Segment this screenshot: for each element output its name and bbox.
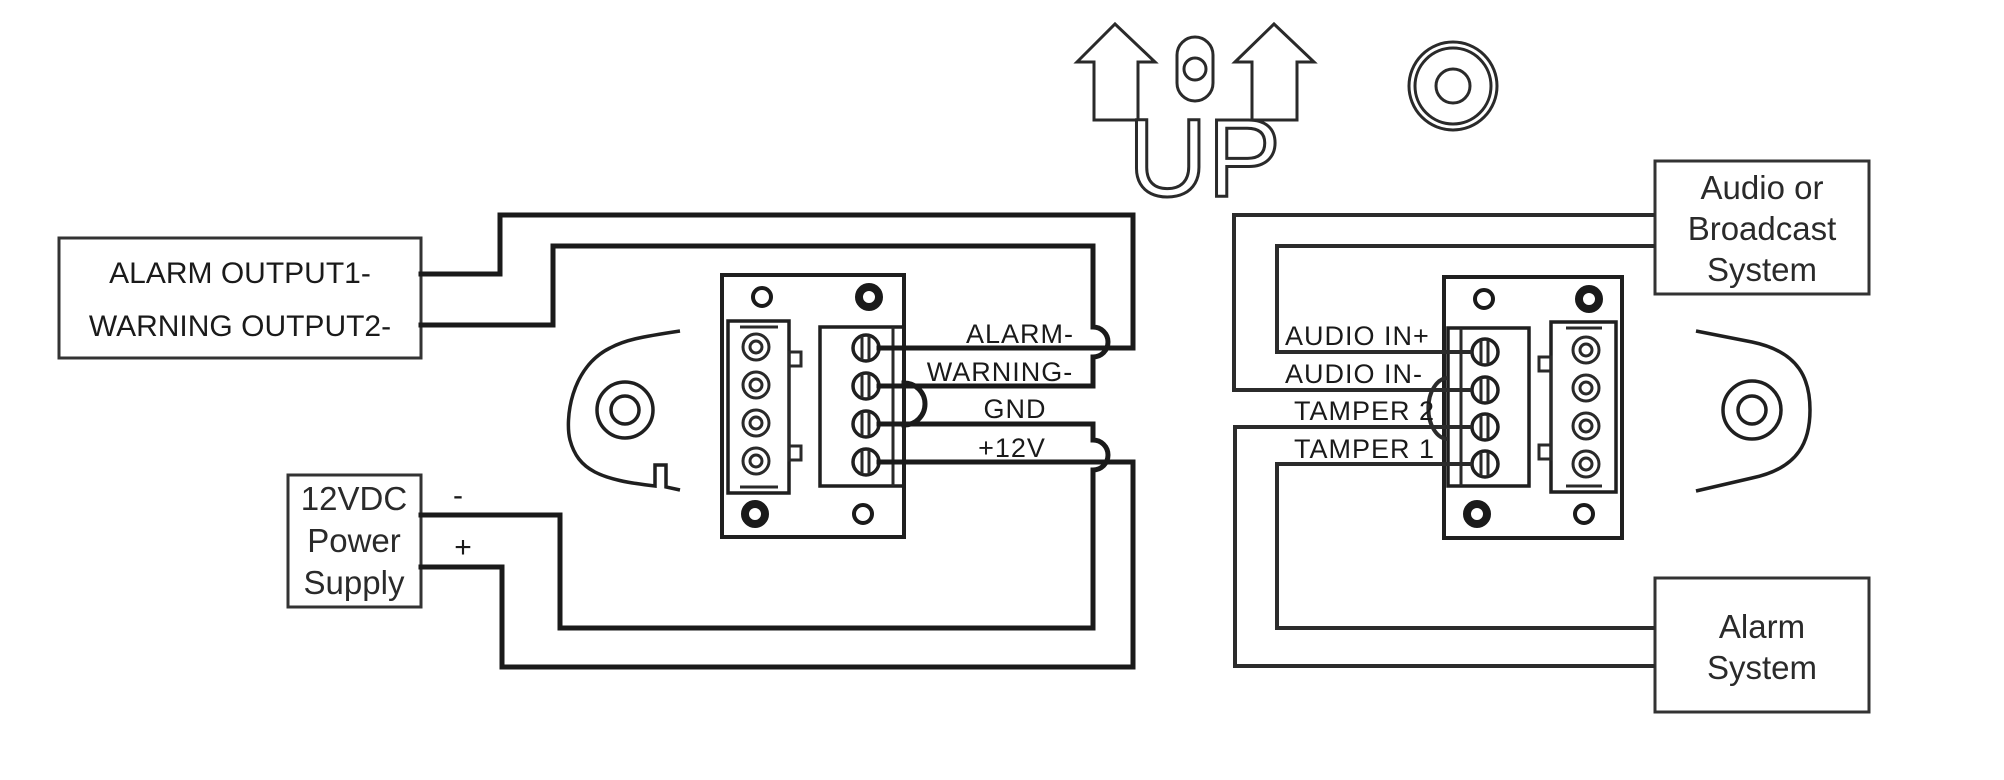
audio-broadcast-system-box: Audio or Broadcast System xyxy=(1653,159,1871,296)
terminal-label-tamper-2: TAMPER 2 xyxy=(1294,396,1435,426)
alarm-output-label: ALARM OUTPUT1- xyxy=(109,257,371,290)
plate-hole-icon xyxy=(1463,500,1491,528)
terminal-label-warning: WARNING- xyxy=(927,357,1073,387)
terminal-label-tamper-1: TAMPER 1 xyxy=(1294,434,1435,464)
terminal-screws xyxy=(1470,337,1500,479)
plate-hole-icon xyxy=(751,286,773,308)
power-supply-box: 12VDC Power Supply - + xyxy=(286,473,472,609)
screw-terminal-block xyxy=(1446,326,1531,488)
left-wiring xyxy=(418,212,1136,670)
wire-warning xyxy=(418,243,1111,389)
plate-hole-icon xyxy=(852,503,874,525)
terminal-label-gnd: GND xyxy=(984,394,1047,424)
alarm-system-line-2: System xyxy=(1707,649,1817,686)
wire-alarm xyxy=(418,212,1136,351)
audio-system-line-2: Broadcast xyxy=(1688,210,1837,247)
orientation-marker: UP xyxy=(1073,21,1499,222)
power-supply-line-3: Supply xyxy=(304,564,405,601)
alarm-system-box: Alarm System xyxy=(1653,576,1871,714)
right-wiring xyxy=(1232,213,1655,668)
arrow-up-icon xyxy=(1231,21,1318,122)
plate-hole-icon xyxy=(1473,288,1495,310)
plate-hole-icon xyxy=(741,500,769,528)
wire-audio-in-plus xyxy=(1275,244,1655,354)
audio-system-line-1: Audio or xyxy=(1701,169,1824,206)
power-supply-line-1: 12VDC xyxy=(301,480,407,517)
audio-system-line-3: System xyxy=(1707,251,1817,288)
power-supply-line-2: Power xyxy=(307,522,401,559)
positive-polarity-label: + xyxy=(454,531,472,564)
mount-screw-icon xyxy=(1407,40,1499,132)
wire-tamper-2 xyxy=(1233,425,1655,668)
plug-connector xyxy=(726,319,803,495)
wire-gnd-jumper xyxy=(901,380,928,428)
plate-hole-icon xyxy=(855,283,883,311)
wire-tamper-jumper xyxy=(1426,376,1449,441)
right-terminal-plate xyxy=(1442,275,1624,540)
terminal-label-12v: +12V xyxy=(978,433,1046,463)
up-label: UP xyxy=(1128,97,1281,220)
wire-tamper-1 xyxy=(1275,462,1655,630)
plate-hole-icon xyxy=(1575,285,1603,313)
arrow-up-icon xyxy=(1073,21,1159,122)
negative-polarity-label: - xyxy=(453,479,463,512)
plate-hole-icon xyxy=(1573,503,1595,525)
alarm-warning-output-box: ALARM OUTPUT1- WARNING OUTPUT2- xyxy=(57,236,423,360)
warning-output-label: WARNING OUTPUT2- xyxy=(89,310,391,343)
plug-connector xyxy=(1537,320,1618,494)
left-terminal-plate xyxy=(720,273,906,539)
terminal-label-audio-in-plus: AUDIO IN+ xyxy=(1285,321,1430,351)
wire-gnd xyxy=(418,421,1111,631)
alarm-system-line-1: Alarm xyxy=(1719,608,1805,645)
slot-hole-icon xyxy=(1175,35,1215,103)
right-mounting-bracket xyxy=(1695,329,1812,493)
wire-audio-in-minus xyxy=(1232,213,1655,392)
terminal-label-alarm: ALARM- xyxy=(966,319,1074,349)
wire-12v xyxy=(418,459,1136,670)
terminal-label-audio-in-minus: AUDIO IN- xyxy=(1285,359,1423,389)
left-mounting-bracket xyxy=(566,329,681,492)
plug-pins xyxy=(741,332,771,476)
plug-pins xyxy=(1571,335,1601,479)
